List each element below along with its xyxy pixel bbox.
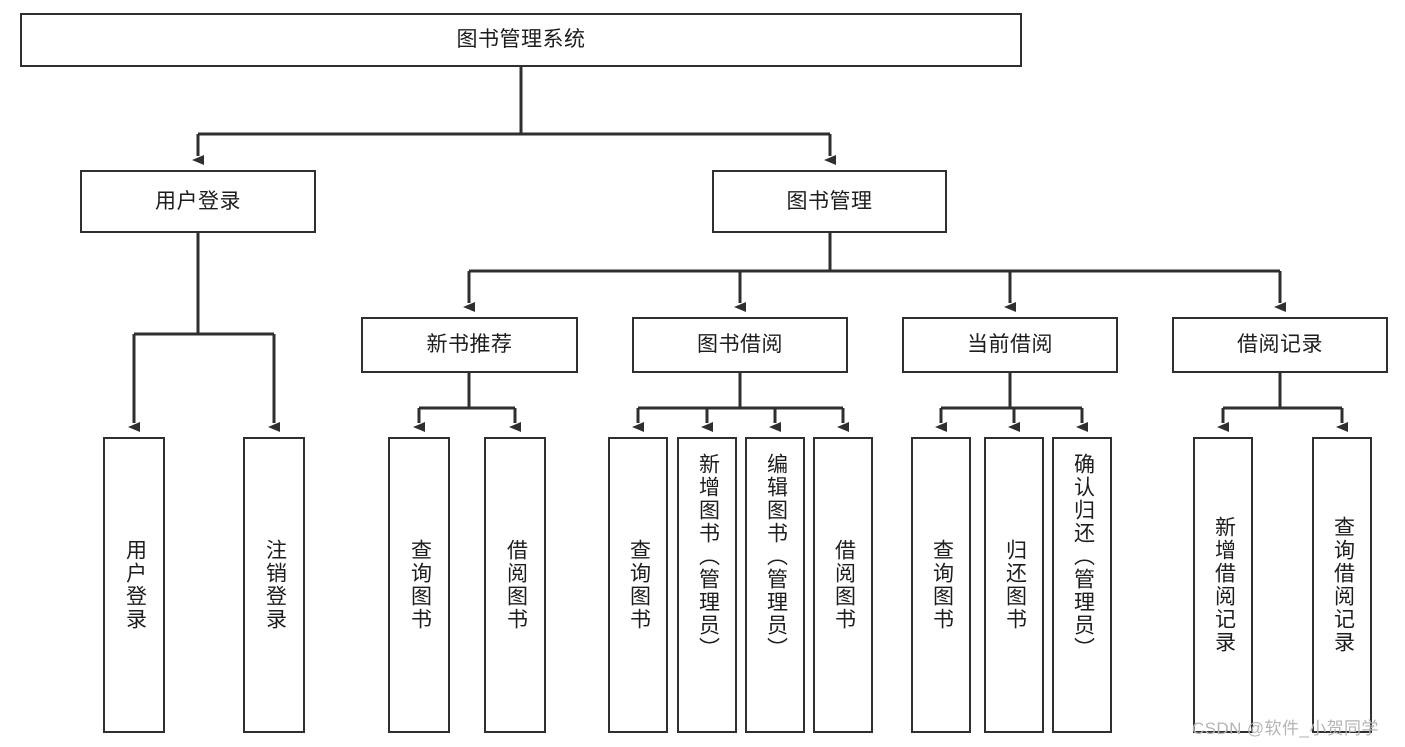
node-leaf-edit-book[interactable]: 编辑图书（管理员） <box>745 437 805 733</box>
node-leaf-confirm-return-label: 确认归还（管理员） <box>1071 453 1095 660</box>
node-current-borrow-label: 当前借阅 <box>967 333 1053 357</box>
node-leaf-borrow-book-2-label: 借阅图书 <box>832 539 856 631</box>
node-leaf-borrow-book-1-label: 借阅图书 <box>504 539 528 631</box>
node-new-book-recommend[interactable]: 新书推荐 <box>361 317 578 373</box>
node-leaf-user-login-label: 用户登录 <box>123 539 147 631</box>
node-book-borrow[interactable]: 图书借阅 <box>632 317 848 373</box>
node-leaf-edit-book-label: 编辑图书（管理员） <box>764 453 788 660</box>
node-book-management-label: 图书管理 <box>786 189 873 213</box>
node-borrow-records[interactable]: 借阅记录 <box>1172 317 1388 373</box>
node-root[interactable]: 图书管理系统 <box>20 13 1022 67</box>
node-book-management[interactable]: 图书管理 <box>712 170 947 233</box>
node-book-borrow-label: 图书借阅 <box>697 333 783 357</box>
node-leaf-borrow-book-1[interactable]: 借阅图书 <box>484 437 546 733</box>
node-current-borrow[interactable]: 当前借阅 <box>902 317 1118 373</box>
node-leaf-user-login[interactable]: 用户登录 <box>103 437 165 733</box>
node-leaf-query-book-1[interactable]: 查询图书 <box>388 437 450 733</box>
node-borrow-records-label: 借阅记录 <box>1237 333 1323 357</box>
node-leaf-return-book-label: 归还图书 <box>1003 539 1027 631</box>
node-leaf-borrow-book-2[interactable]: 借阅图书 <box>813 437 873 733</box>
node-user-login-label: 用户登录 <box>155 189 241 213</box>
node-leaf-logout[interactable]: 注销登录 <box>243 437 305 733</box>
node-leaf-add-record-label: 新增借阅记录 <box>1212 516 1236 654</box>
node-leaf-confirm-return[interactable]: 确认归还（管理员） <box>1052 437 1112 733</box>
node-leaf-query-book-3[interactable]: 查询图书 <box>911 437 971 733</box>
csdn-watermark: CSDN @软件_小贺同学 <box>1192 719 1379 738</box>
node-leaf-logout-label: 注销登录 <box>263 539 287 631</box>
node-new-book-recommend-label: 新书推荐 <box>426 333 513 357</box>
node-leaf-add-record[interactable]: 新增借阅记录 <box>1193 437 1253 733</box>
node-leaf-query-book-2[interactable]: 查询图书 <box>608 437 668 733</box>
node-leaf-query-record-label: 查询借阅记录 <box>1331 516 1355 654</box>
node-leaf-add-book[interactable]: 新增图书（管理员） <box>677 437 737 733</box>
node-user-login[interactable]: 用户登录 <box>80 170 316 233</box>
node-leaf-add-book-label: 新增图书（管理员） <box>696 453 720 660</box>
node-leaf-return-book[interactable]: 归还图书 <box>984 437 1044 733</box>
node-leaf-query-book-1-label: 查询图书 <box>408 539 432 631</box>
node-leaf-query-book-3-label: 查询图书 <box>930 539 954 631</box>
node-leaf-query-record[interactable]: 查询借阅记录 <box>1312 437 1372 733</box>
node-root-label: 图书管理系统 <box>456 28 586 52</box>
node-leaf-query-book-2-label: 查询图书 <box>627 539 651 631</box>
